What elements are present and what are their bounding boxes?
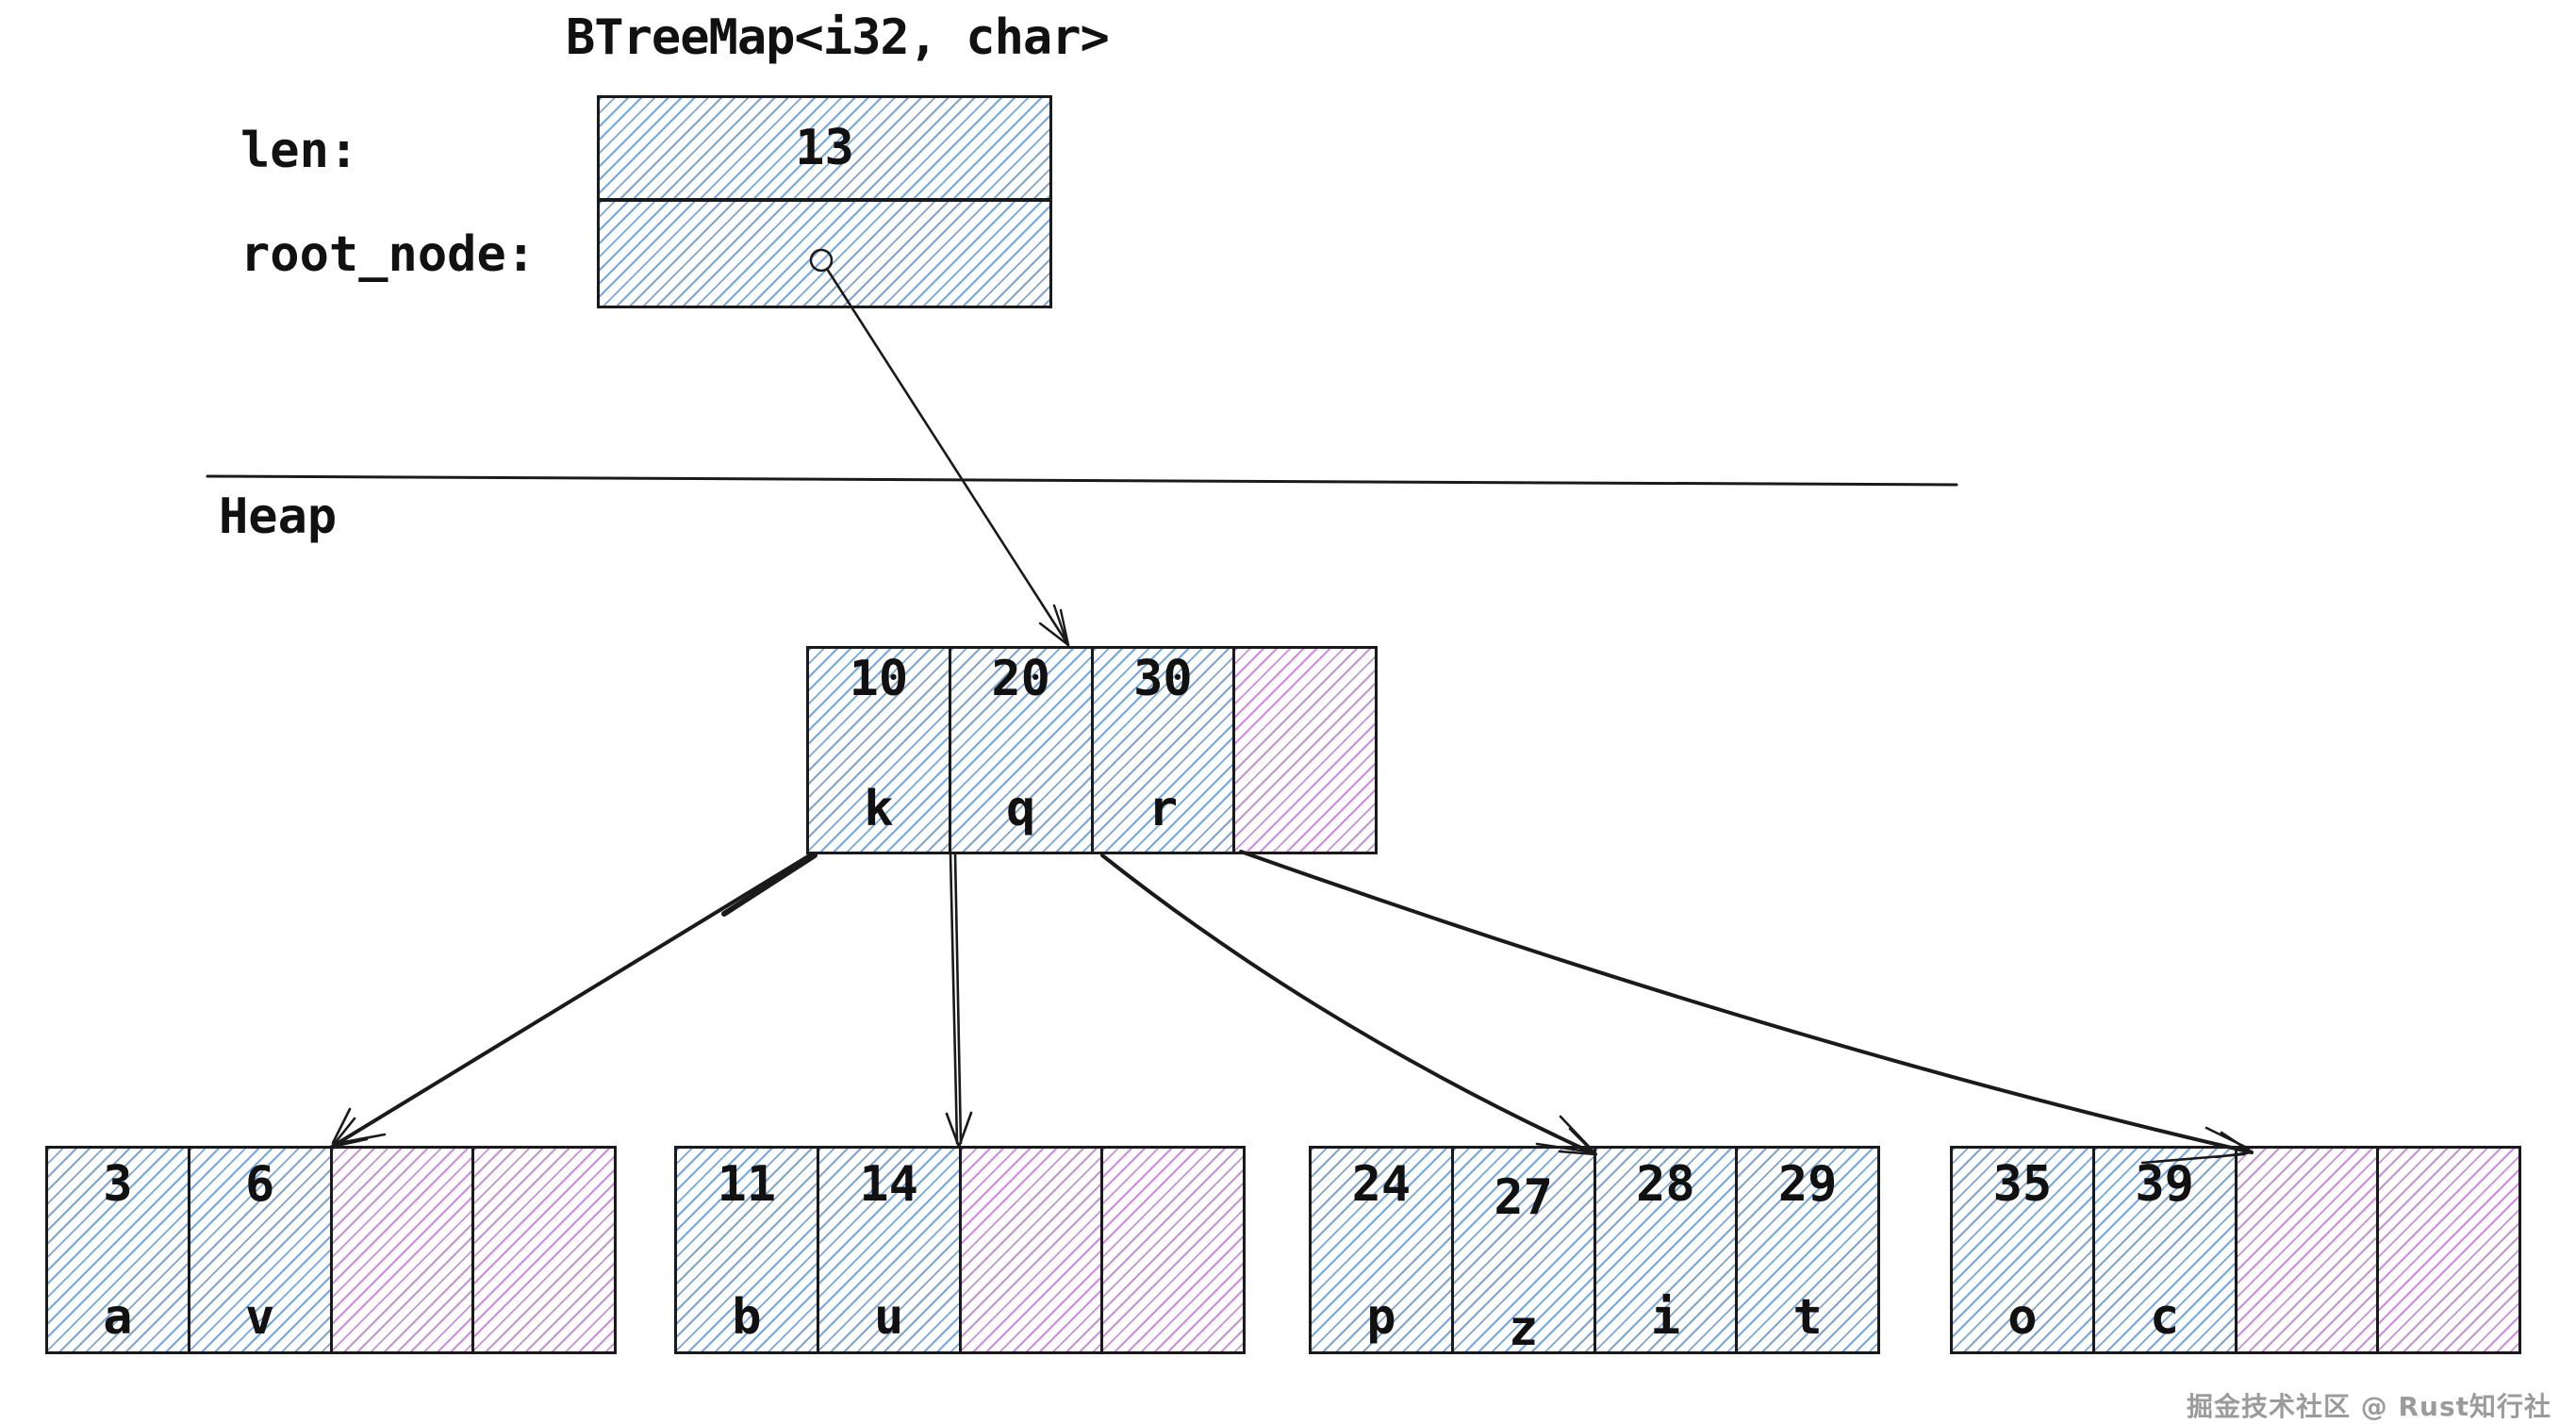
cell-value: i xyxy=(1650,1289,1681,1346)
cell-value: b xyxy=(732,1289,762,1346)
cell-value: a xyxy=(103,1289,133,1346)
cell-key: 27 xyxy=(1494,1169,1553,1226)
node-cell: 24 p xyxy=(1312,1149,1454,1351)
node-cell: 39 c xyxy=(2094,1149,2237,1351)
cell-key: 6 xyxy=(244,1156,275,1213)
node-cell: 14 u xyxy=(818,1149,962,1351)
btreemap-struct-box: 13 xyxy=(597,95,1052,308)
cell-key: 24 xyxy=(1351,1156,1412,1213)
node-cell: 29 t xyxy=(1738,1149,1877,1351)
arrow-rootnode-to-root xyxy=(825,267,1070,647)
cell-value: z xyxy=(1508,1300,1539,1357)
cell-value: c xyxy=(2149,1289,2180,1346)
cell-key: 20 xyxy=(991,651,1050,707)
node-cell: 28 i xyxy=(1595,1149,1739,1351)
cell-key: 39 xyxy=(2135,1156,2194,1213)
cell-value: r xyxy=(1148,781,1179,837)
root-node-field-cell xyxy=(600,198,1049,306)
cell-key: 28 xyxy=(1636,1156,1695,1213)
cell-key: 29 xyxy=(1777,1156,1838,1213)
arrow-root-to-leaf-0 xyxy=(330,852,817,1149)
arrow-root-to-leaf-3 xyxy=(1239,850,2254,1165)
cell-value: v xyxy=(244,1289,275,1346)
cell-value: q xyxy=(1005,781,1036,837)
node-cell: 30 r xyxy=(1093,649,1236,852)
diagram-title: BTreeMap<i32, char> xyxy=(566,9,1110,66)
cell-value: t xyxy=(1792,1289,1823,1346)
leaf-node-0: 3 a 6 v xyxy=(45,1146,617,1354)
node-cell: 11 b xyxy=(677,1149,819,1351)
empty-cell xyxy=(961,1149,1104,1351)
cell-value: k xyxy=(864,781,894,837)
cell-key: 35 xyxy=(1992,1156,2053,1213)
cell-value: p xyxy=(1366,1289,1396,1346)
len-field-label: len: xyxy=(240,123,359,179)
heap-section-label: Heap xyxy=(219,488,338,545)
root-node: 10 k 20 q 30 r xyxy=(806,646,1378,854)
leaf-node-2: 24 p 27 z 28 i 29 t xyxy=(1309,1146,1880,1354)
watermark: 掘金技术社区 @ Rust知行社 xyxy=(2186,1391,2551,1422)
cell-value: o xyxy=(2007,1289,2038,1346)
empty-cell xyxy=(1103,1149,1243,1351)
empty-cell xyxy=(332,1149,475,1351)
node-cell: 35 o xyxy=(1953,1149,2095,1351)
empty-cell xyxy=(1235,649,1375,852)
root-node-field-label: root_node: xyxy=(240,226,537,283)
node-cell: 10 k xyxy=(809,649,951,852)
cell-key: 30 xyxy=(1133,651,1193,707)
empty-cell xyxy=(474,1149,614,1351)
node-cell: 3 a xyxy=(48,1149,190,1351)
arrow-root-to-leaf-2 xyxy=(1100,853,1597,1156)
empty-cell xyxy=(2379,1149,2518,1351)
node-cell: 27 z xyxy=(1453,1149,1596,1357)
leaf-node-1: 11 b 14 u xyxy=(674,1146,1246,1354)
cell-key: 10 xyxy=(849,651,909,707)
cell-key: 3 xyxy=(103,1156,133,1213)
cell-key: 11 xyxy=(717,1156,777,1213)
node-cell: 6 v xyxy=(190,1149,333,1351)
node-cell: 20 q xyxy=(950,649,1094,852)
empty-cell xyxy=(2237,1149,2380,1351)
len-field-cell: 13 xyxy=(600,98,1049,198)
leaf-node-3: 35 o 39 c xyxy=(1950,1146,2521,1354)
arrow-root-to-leaf-1 xyxy=(945,852,973,1149)
cell-value: u xyxy=(873,1289,904,1346)
cell-key: 14 xyxy=(859,1156,918,1213)
heap-divider-line xyxy=(206,474,1958,487)
